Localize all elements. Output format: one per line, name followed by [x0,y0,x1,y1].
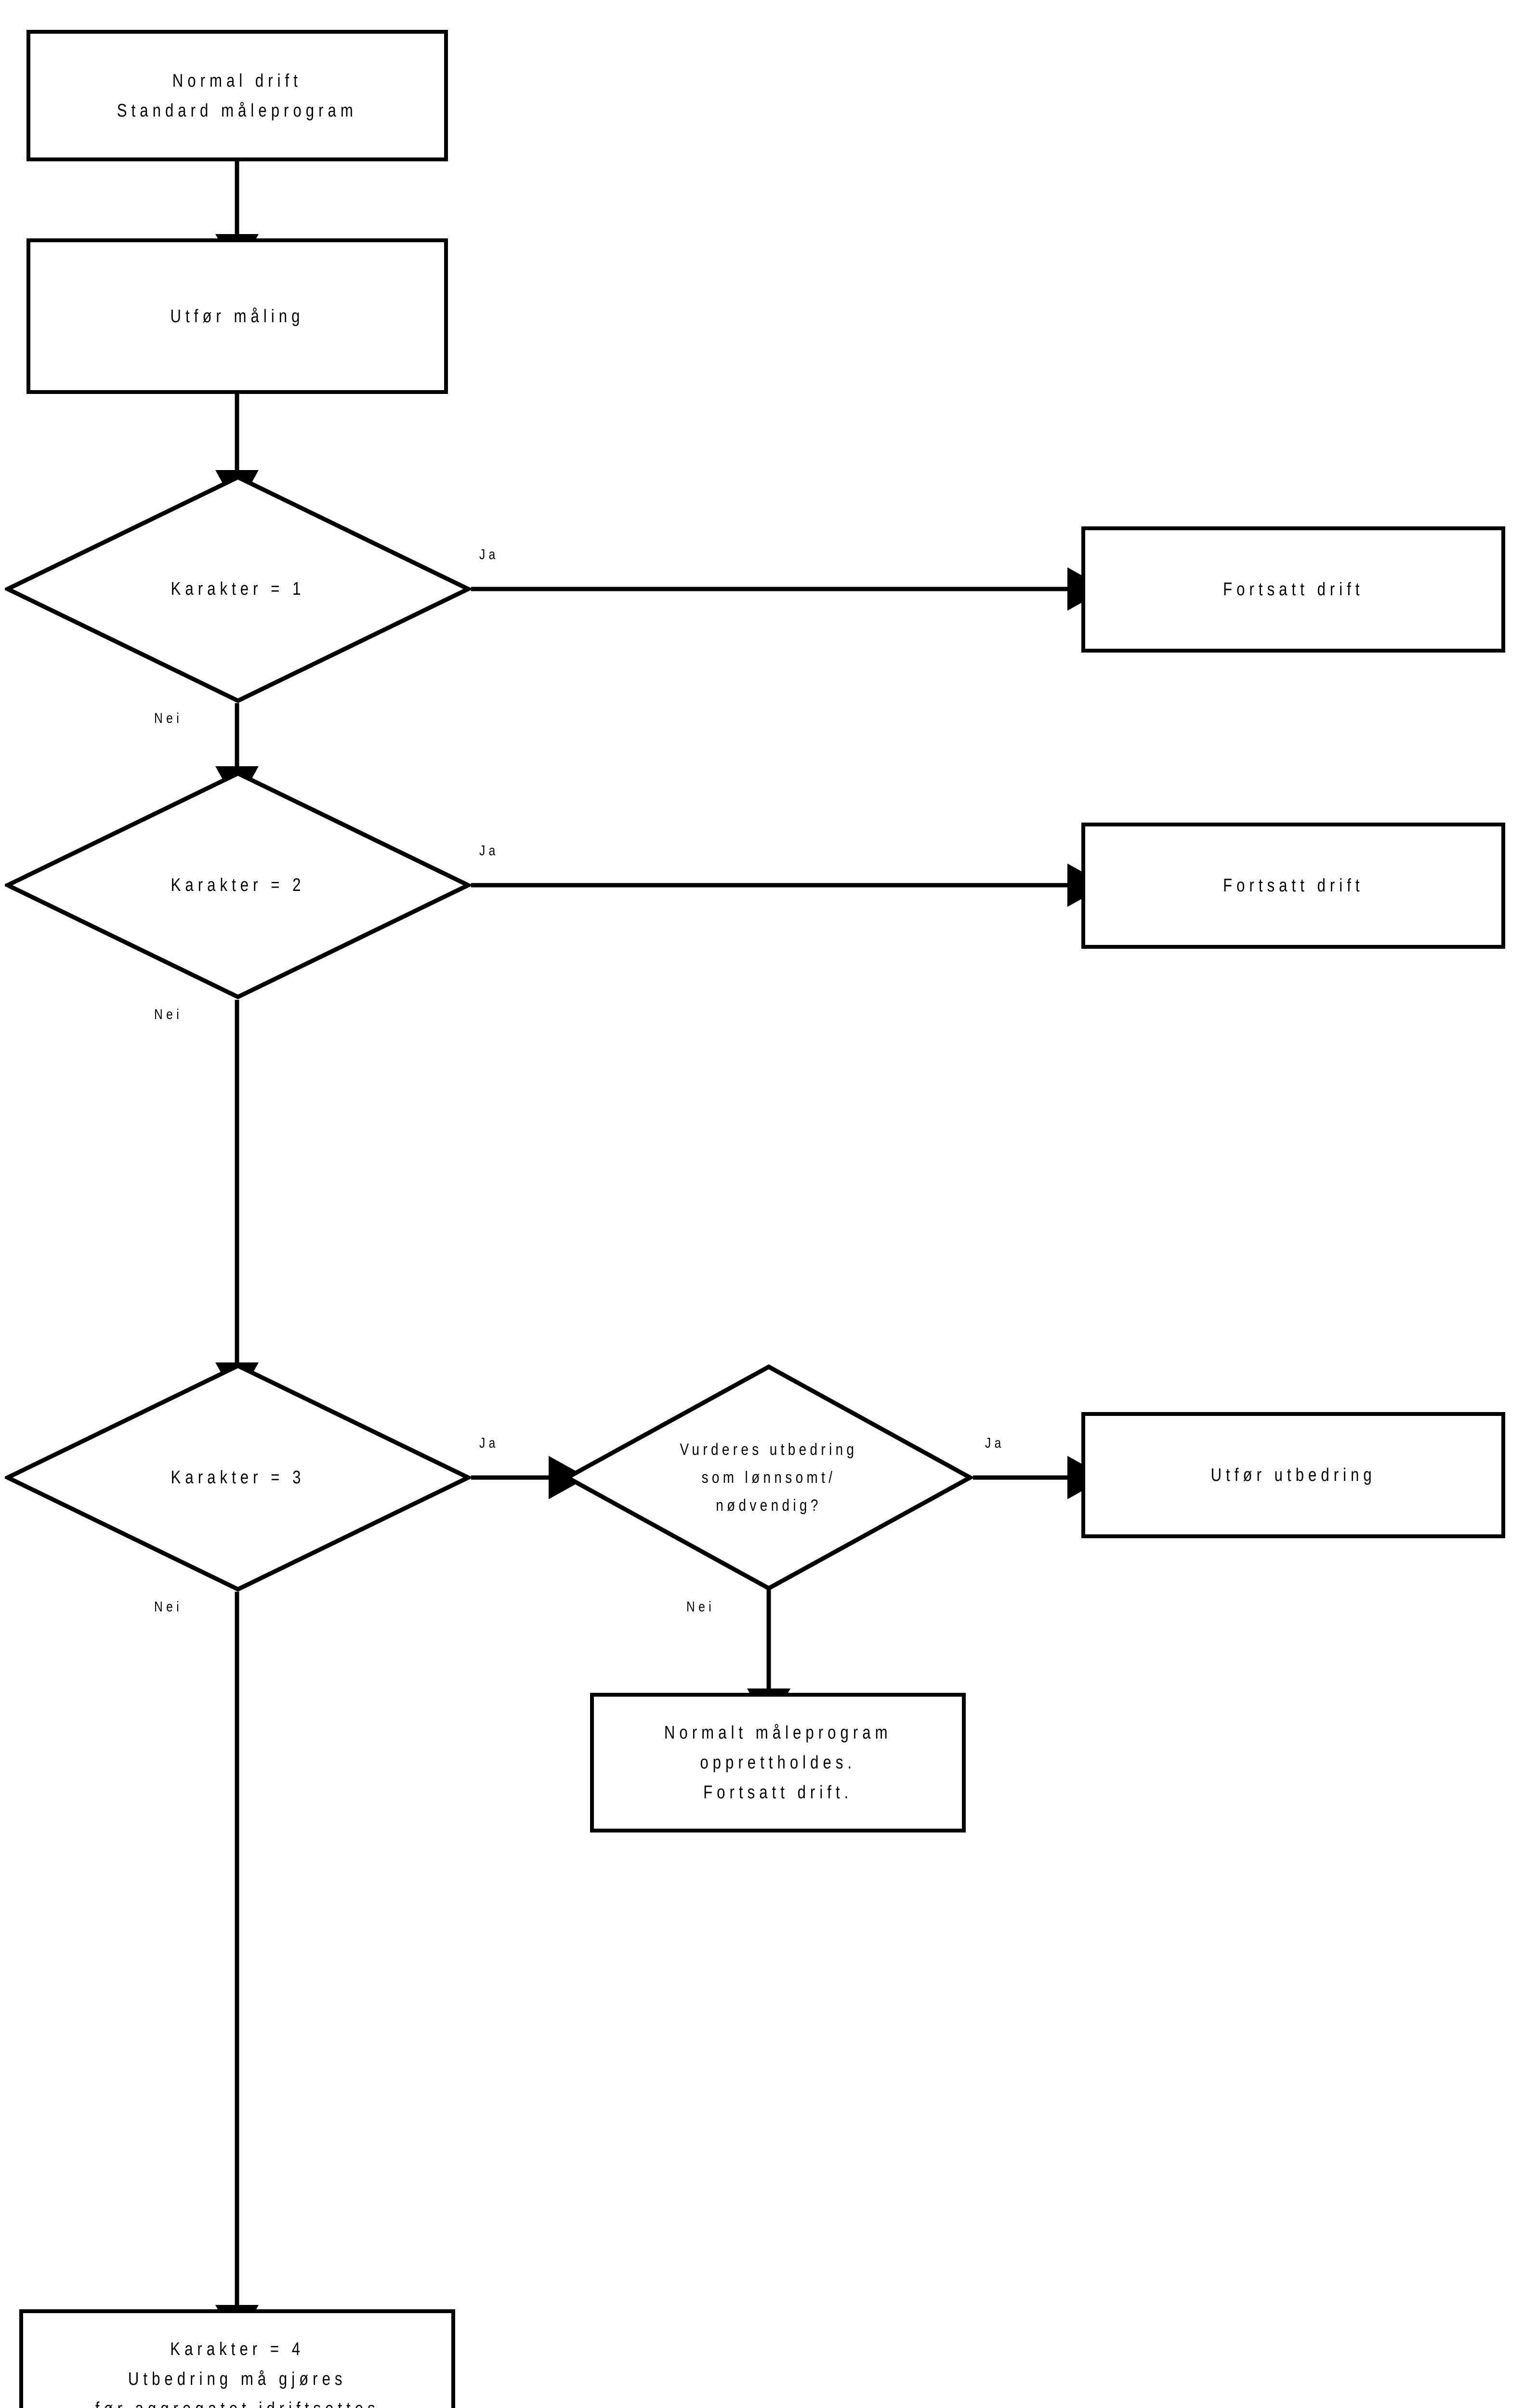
node-normal-drift[interactable]: Normal drift Standard måleprogram [26,30,448,161]
edge-label-karakter2-ja: Ja [479,843,499,859]
vurderes-utbedring-shape [565,1364,973,1591]
node-karakter-2-label: Karakter = 2 [171,875,305,895]
node-utfor-maling[interactable]: Utfør måling [26,238,448,394]
node-normalt-maleprogram[interactable]: Normalt måleprogram opprettholdes. Forts… [590,1693,966,1832]
karakter-2-shape [5,771,471,1000]
node-utfor-maling-label: Utfør måling [170,306,304,327]
node-karakter-3-label: Karakter = 3 [171,1467,305,1488]
edge-label-karakter3-nei: Nei [154,1599,183,1615]
node-karakter-3[interactable]: Karakter = 3 [5,1363,471,1592]
karakter-1-shape [5,474,471,704]
node-fortsatt-drift-1-label: Fortsatt drift [1222,579,1364,600]
node-karakter-4[interactable]: Karakter = 4 Utbedring må gjøres før agg… [19,2309,455,2408]
node-fortsatt-drift-2-label: Fortsatt drift [1222,876,1364,896]
edge-label-vurderes-ja: Ja [985,1435,1005,1451]
edge-label-karakter1-nei: Nei [154,710,183,726]
edge-label-vurderes-nei: Nei [686,1599,715,1615]
node-normal-drift-label: Normal drift Standard måleprogram [117,70,358,121]
edge-label-karakter1-ja: Ja [479,547,499,563]
node-vurderes-utbedring-label: Vurderes utbedring som lønnsomt/ nødvend… [680,1440,858,1515]
node-fortsatt-drift-1[interactable]: Fortsatt drift [1081,526,1505,653]
edge-label-karakter2-nei: Nei [154,1007,183,1022]
node-karakter-1[interactable]: Karakter = 1 [5,474,471,704]
edge-label-karakter3-ja: Ja [479,1435,499,1451]
node-karakter-4-label: Karakter = 4 Utbedring må gjøres før agg… [95,2339,375,2408]
node-utfor-utbedring-label: Utfør utbedring [1210,1465,1376,1485]
node-karakter-2[interactable]: Karakter = 2 [5,771,471,1000]
node-utfor-utbedring[interactable]: Utfør utbedring [1081,1412,1505,1538]
node-karakter-1-label: Karakter = 1 [171,579,305,599]
node-normalt-maleprogram-label: Normalt måleprogram opprettholdes. Forts… [664,1723,892,1803]
node-fortsatt-drift-2[interactable]: Fortsatt drift [1081,823,1505,949]
karakter-3-shape [5,1363,471,1592]
node-vurderes-utbedring[interactable]: Vurderes utbedring som lønnsomt/ nødvend… [565,1364,973,1591]
